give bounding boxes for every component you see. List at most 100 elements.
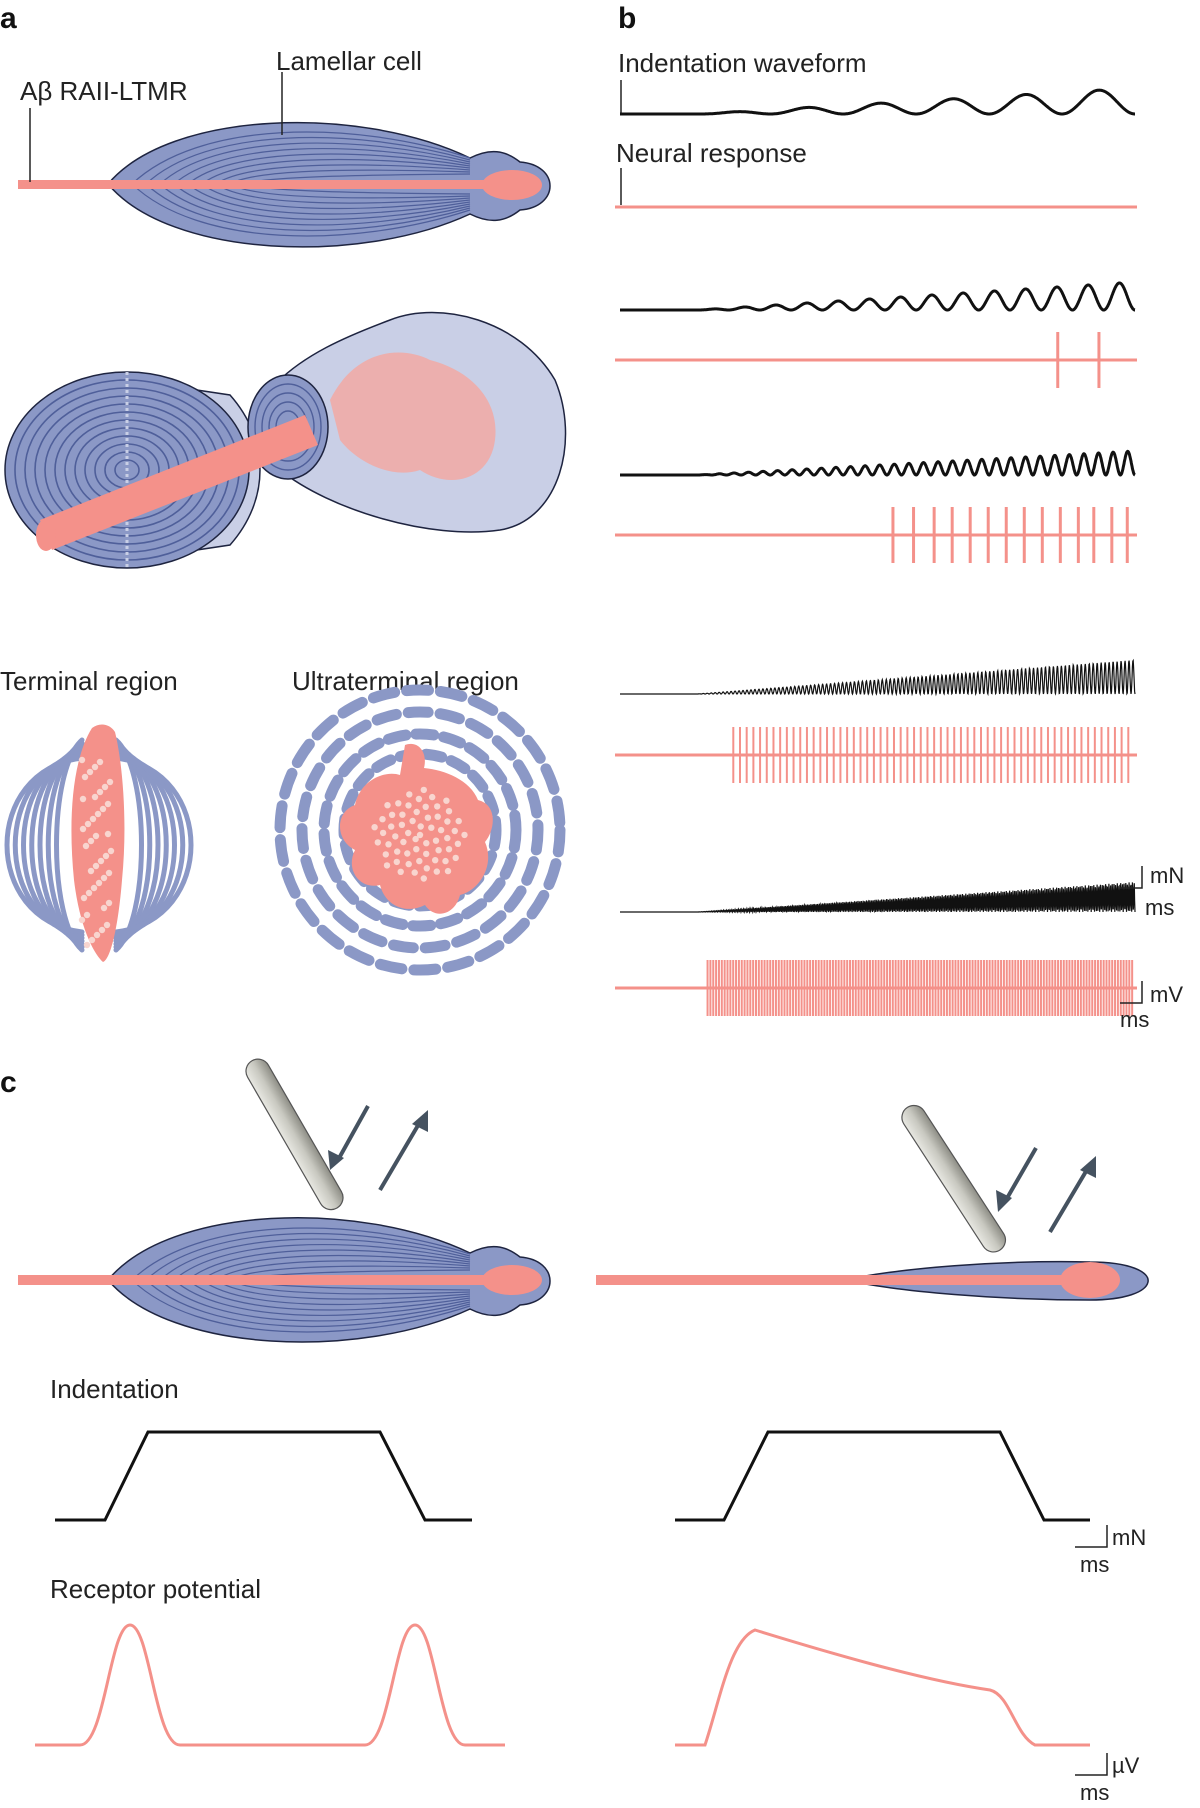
vesicle [406, 791, 413, 798]
arrowhead-out-left [412, 1110, 428, 1132]
lamella-line [215, 1260, 471, 1281]
vesicle [99, 805, 107, 813]
lamella-line [131, 1227, 471, 1281]
lamella-line [159, 183, 471, 226]
bulb-terminal-mass [330, 352, 496, 480]
terminal-region-label: Terminal region [0, 666, 178, 696]
scale-time-unit-b2: ms [1120, 1007, 1149, 1032]
lamella-line [201, 1279, 471, 1306]
vesicle [85, 889, 93, 897]
vesicle [102, 852, 110, 860]
vesicle [420, 875, 427, 882]
vesicle [423, 850, 430, 858]
lamella-line [215, 1279, 471, 1300]
indentation-waveform-label: Indentation waveform [618, 48, 867, 78]
probe-left [245, 1058, 344, 1211]
vesicle [422, 803, 429, 810]
vesicle [423, 840, 430, 847]
vesicle [96, 758, 104, 766]
panel-a: a Aβ RAII-LTMR Lamellar cell Terminal re… [0, 2, 567, 976]
corpuscle-longitudinal: Aβ RAII-LTMR Lamellar cell [18, 46, 551, 248]
lamella-line [173, 1279, 471, 1316]
ultraterminal-vesicles [371, 786, 468, 882]
vesicle [385, 841, 392, 848]
vesicle [379, 816, 386, 823]
lamella-line [159, 1238, 471, 1281]
lamella-line [215, 183, 471, 204]
vesicle [87, 867, 95, 875]
vesicle [79, 795, 87, 803]
scale-time-unit-c2: ms [1080, 1780, 1109, 1805]
vesicle [104, 800, 112, 808]
vesicle [397, 868, 404, 875]
indentation-label: Indentation [50, 1374, 179, 1404]
lamella-line [159, 142, 471, 185]
vesicle [374, 839, 381, 846]
lamella-line [145, 1279, 471, 1328]
vesicle [461, 831, 468, 839]
receptor-potential-label: Receptor potential [50, 1574, 261, 1604]
ultraterminal-axon-profile [340, 743, 493, 914]
vesicle [416, 857, 423, 865]
vesicle [416, 831, 424, 839]
scale-time-unit-b1: ms [1145, 895, 1174, 920]
axon [18, 180, 498, 189]
vesicle [82, 842, 90, 850]
lamella-arc [4, 755, 85, 935]
vesicle [420, 786, 427, 794]
lamella-line [173, 148, 471, 185]
lamella-arc [113, 755, 194, 935]
vesicle [442, 857, 449, 865]
vesicle [405, 802, 412, 809]
terminal-lamellae [4, 737, 194, 953]
lamella-segment-ring [274, 684, 566, 976]
lamella-line [131, 183, 471, 237]
arrow-out-right [1048, 1166, 1090, 1234]
vesicle [445, 808, 453, 815]
lamella-line [173, 183, 471, 220]
vesicle [98, 926, 106, 934]
lamella-line [145, 183, 471, 232]
indentation-waveform [620, 88, 1135, 116]
lamella-line [159, 1279, 471, 1322]
vesicle [399, 811, 406, 818]
lamella-line [131, 131, 471, 185]
vesicle [371, 824, 378, 831]
vesicle [392, 833, 399, 840]
terminal-cross-section [4, 724, 194, 962]
vesicle [424, 814, 432, 821]
vesicle [107, 847, 115, 855]
arrow-out-left [378, 1120, 422, 1192]
axon-terminal-bulb [482, 170, 542, 200]
arrow-in-left [336, 1105, 370, 1161]
vesicle [88, 936, 96, 944]
panel-a-letter: a [0, 2, 17, 35]
axon-c-left [18, 1275, 498, 1285]
arrow-in-right [1004, 1147, 1038, 1201]
axon-c-right [596, 1275, 1096, 1285]
vesicle [83, 941, 91, 949]
arrowhead-in-left [328, 1150, 344, 1170]
vesicle [444, 818, 451, 825]
vesicle [417, 823, 424, 830]
lamella-ring [254, 383, 322, 471]
vesicle [451, 827, 458, 835]
vesicle [78, 916, 86, 924]
vesicle [90, 884, 98, 892]
vesicle [94, 810, 102, 818]
vesicle [105, 899, 113, 907]
vesicle [413, 846, 420, 853]
indentation-trace-right [675, 1430, 1090, 1522]
vesicle [382, 851, 389, 858]
ultraterminal-cross-section [274, 684, 566, 976]
vesicle [104, 830, 112, 838]
panel-c-letter: c [0, 1066, 17, 1099]
terminal-vesicles [78, 756, 115, 949]
lamella-segment-ring [318, 728, 522, 932]
axon-bulb-c-right [1060, 1262, 1120, 1298]
arrowhead-out-right [1080, 1156, 1096, 1178]
vesicle [413, 808, 420, 816]
vesicle [444, 867, 452, 875]
vesicle [86, 768, 94, 776]
vesicle [404, 850, 411, 857]
